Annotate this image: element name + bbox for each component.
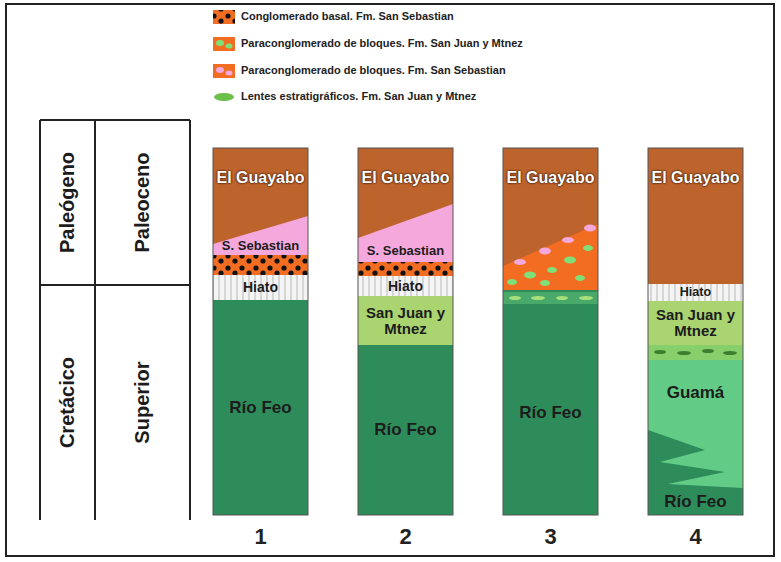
formation-layer: San Juan y Mtnez [648, 301, 743, 345]
period-name: Cretácico [57, 357, 78, 448]
formation-name: Hiato [680, 286, 711, 299]
formation-layer: El Guayabo [503, 148, 598, 208]
formation-layer: Río Feo [503, 310, 598, 515]
formation-name: Río Feo [519, 404, 581, 422]
formation-layer: Río Feo [213, 300, 308, 515]
formation-name: Río Feo [664, 493, 726, 511]
formation-name: El Guayabo [361, 170, 449, 187]
formation-layer: Hiato [213, 275, 308, 300]
formation-name: Río Feo [374, 421, 436, 439]
column-number: 2 [358, 524, 453, 550]
column-number: 3 [503, 524, 598, 550]
formation-name: Hiato [243, 280, 278, 295]
formation-name: San Juan y Mtnez [648, 307, 743, 338]
period-name: Superior [132, 361, 153, 443]
formation-name: S. Sebastian [222, 239, 299, 253]
formation-name: San Juan y Mtnez [358, 305, 453, 336]
formation-name: S. Sebastian [367, 244, 444, 258]
period-cell: Paleógeno [40, 120, 95, 285]
legend-text: Paraconglomerado de bloques. Fm. San Seb… [241, 64, 506, 76]
column-number: 4 [648, 524, 743, 550]
formation-layer: Hiato [358, 276, 453, 296]
formation-layer: San Juan y Mtnez [358, 296, 453, 345]
formation-name: El Guayabo [216, 170, 304, 187]
formation-layer: S. Sebastian [358, 240, 453, 261]
formation-layer: El Guayabo [648, 148, 743, 208]
formation-name: Hiato [388, 279, 423, 294]
period-cell: Superior [95, 285, 190, 520]
period-name: Paleógeno [57, 152, 78, 253]
period-cell: Paleoceno [95, 120, 190, 285]
formation-layer: S. Sebastian [213, 236, 308, 255]
formation-layer: GuamáRío Feo [648, 360, 743, 515]
column-number: 1 [213, 524, 308, 550]
legend-text: Paraconglomerado de bloques. Fm. San Jua… [241, 37, 523, 49]
formation-name: El Guayabo [651, 170, 739, 187]
period-name: Paleoceno [132, 152, 153, 252]
legend-text: Lentes estratigráficos. Fm. San Juan y M… [241, 90, 476, 102]
formation-name: El Guayabo [506, 170, 594, 187]
legend-text: Conglomerado basal. Fm. San Sebastian [241, 10, 454, 22]
formation-layer: El Guayabo [358, 148, 453, 208]
formation-layer: Río Feo [358, 345, 453, 515]
period-cell: Cretácico [40, 285, 95, 520]
formation-name: Guamá [667, 384, 725, 402]
formation-layer: Hiato [648, 284, 743, 301]
formation-name: Río Feo [229, 399, 291, 417]
formation-layer: El Guayabo [213, 148, 308, 208]
